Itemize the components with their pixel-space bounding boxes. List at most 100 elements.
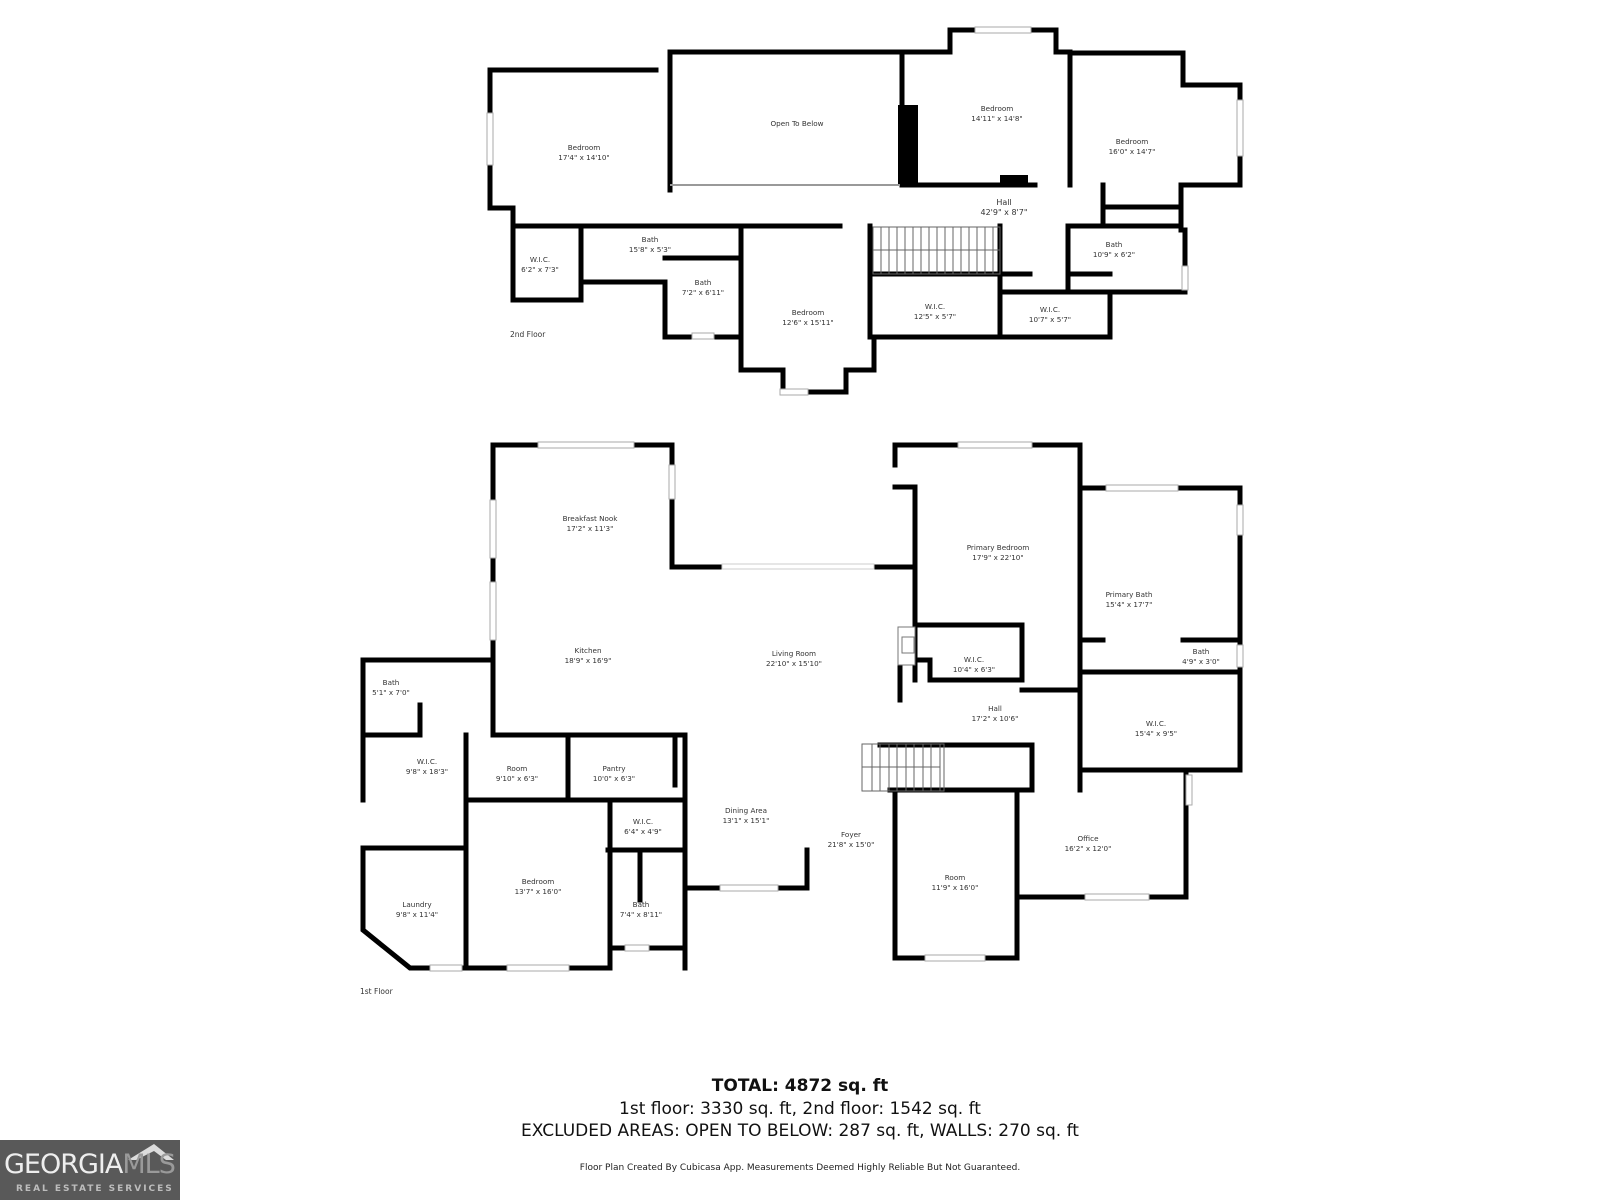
room-name: Pantry — [602, 764, 626, 773]
room-dims: 14'11" x 14'8" — [971, 114, 1023, 123]
room-name: Breakfast Nook — [562, 514, 618, 523]
fireplace-block — [1000, 175, 1028, 185]
room-name: Hall — [988, 704, 1002, 713]
floor-label-first: 1st Floor — [360, 987, 393, 996]
logo-subtitle: REAL ESTATE SERVICES — [16, 1184, 174, 1194]
roof-icon — [128, 1144, 174, 1160]
room-name: Bedroom — [521, 877, 555, 886]
room-dims: 10'9" x 6'2" — [1092, 250, 1136, 259]
room-name: Bedroom — [1115, 137, 1149, 146]
room-name: Bath — [632, 900, 650, 909]
room-dims: 17'2" x 10'6" — [971, 714, 1019, 723]
room-dims: 10'0" x 6'3" — [592, 774, 636, 783]
room-name: Office — [1077, 834, 1099, 843]
room-label: W.I.C.10'4" x 6'3" — [953, 655, 995, 675]
total-area: TOTAL: 4872 sq. ft — [711, 1076, 889, 1096]
room-dims: 9'8" x 18'3" — [405, 767, 449, 776]
room-dims: 17'4" x 14'10" — [558, 153, 610, 162]
floor-areas: 1st floor: 3330 sq. ft, 2nd floor: 1542 … — [619, 1099, 981, 1119]
logo-word-main: GEORGIA — [4, 1149, 123, 1180]
room-dims: 7'4" x 8'11" — [619, 910, 663, 919]
georgia-mls-logo: GEORGIAMLS REAL ESTATE SERVICES — [0, 1140, 180, 1200]
room-name: Dining Area — [724, 806, 768, 815]
room-name: W.I.C. — [529, 255, 551, 264]
room-dims: 15'8" x 5'3" — [628, 245, 672, 254]
room-dims: 22'10" x 15'10" — [766, 659, 822, 668]
room-name: Bedroom — [791, 308, 825, 317]
room-dims: 10'7" x 5'7" — [1028, 315, 1072, 324]
room-name: W.I.C. — [924, 302, 946, 311]
room-dims: 12'5" x 5'7" — [913, 312, 957, 321]
room-name: Bath — [1192, 647, 1210, 656]
room-dims: 11'9" x 16'0" — [931, 883, 979, 892]
room-name: Primary Bath — [1105, 590, 1153, 599]
room-dims: 13'1" x 15'1" — [722, 816, 770, 825]
room-dims: 13'7" x 16'0" — [514, 887, 562, 896]
logo-wordmark: GEORGIAMLS — [4, 1149, 176, 1180]
room-name: Foyer — [841, 830, 861, 839]
room-dims: 16'0" x 14'7" — [1108, 147, 1156, 156]
floor-label-second: 2nd Floor — [510, 330, 546, 339]
room-label: W.I.C.6'4" x 4'9" — [624, 817, 662, 837]
room-name: Bath — [1105, 240, 1123, 249]
room-name: Laundry — [402, 900, 432, 909]
room-dims: 15'4" x 9'5" — [1134, 729, 1178, 738]
room-dims: 5'1" x 7'0" — [372, 688, 410, 697]
room-dims: 17'9" x 22'10" — [972, 553, 1024, 562]
room-name: Living Room — [771, 649, 817, 658]
room-label: W.I.C.6'2" x 7'3" — [521, 255, 559, 275]
room-label: W.I.C.10'7" x 5'7" — [1029, 305, 1071, 325]
room-dims: 6'4" x 4'9" — [624, 827, 662, 836]
room-name: Bedroom — [567, 143, 601, 152]
room-dims: 4'9" x 3'0" — [1182, 657, 1220, 666]
room-name: Open To Below — [770, 119, 824, 128]
room-dims: 10'4" x 6'3" — [952, 665, 996, 674]
room-label: W.I.C.15'4" x 9'5" — [1135, 719, 1177, 739]
fireplace-hatch — [897, 626, 916, 666]
room-name: Room — [944, 873, 966, 882]
second-floor-walls — [487, 27, 1243, 395]
room-dims: 9'10" x 6'3" — [495, 774, 539, 783]
first-floor-windows — [429, 441, 1244, 972]
room-dims: 17'2" x 11'3" — [566, 524, 614, 533]
room-dims: 18'9" x 16'9" — [564, 656, 612, 665]
room-name: W.I.C. — [632, 817, 654, 826]
room-name: Room — [506, 764, 528, 773]
second-floor-windows — [486, 26, 1244, 396]
chimney-block — [898, 105, 918, 185]
room-label: W.I.C.9'8" x 18'3" — [406, 757, 448, 777]
room-dims: 6'2" x 7'3" — [521, 265, 559, 274]
first-floor-stairs — [861, 743, 945, 792]
logo-word-accent: MLS — [122, 1149, 175, 1180]
room-dims: 42'9" x 8'7" — [980, 208, 1028, 217]
room-name: W.I.C. — [1039, 305, 1061, 314]
room-label: Open To Below — [771, 119, 824, 129]
room-dims: 9'8" x 11'4" — [395, 910, 439, 919]
room-dims: 12'6" x 15'11" — [782, 318, 834, 327]
room-name: W.I.C. — [1145, 719, 1167, 728]
